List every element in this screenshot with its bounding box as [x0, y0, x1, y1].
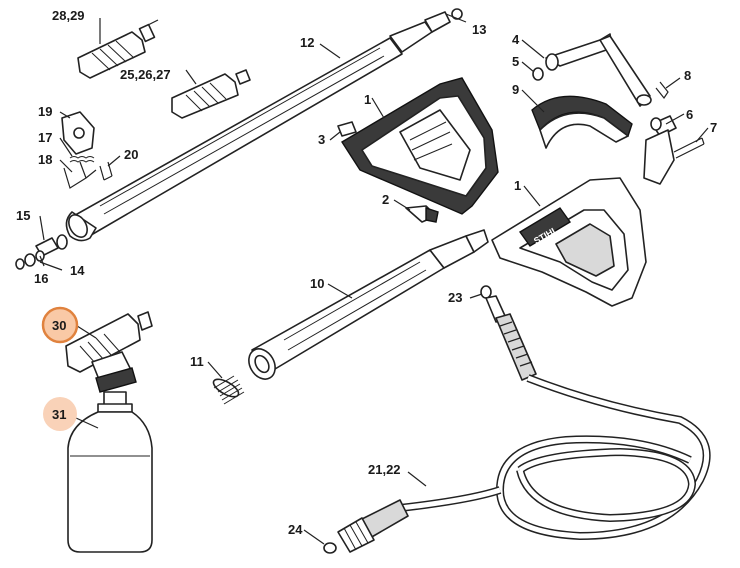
foam-bottle-31[interactable] [67, 391, 153, 553]
callout-25-27[interactable]: 25,26,27 [120, 67, 171, 82]
o-rings-16[interactable] [15, 250, 45, 270]
tube-4[interactable] [545, 33, 652, 107]
bracket-18[interactable] [63, 161, 97, 189]
trigger-part-2[interactable] [405, 205, 439, 223]
callout-12[interactable]: 12 [300, 35, 314, 50]
callout-6[interactable]: 6 [686, 107, 693, 122]
callout-24[interactable]: 24 [288, 522, 303, 537]
callout-16[interactable]: 16 [34, 271, 48, 286]
gun-housing-1-upper[interactable] [341, 77, 499, 215]
callout-7[interactable]: 7 [710, 120, 717, 135]
callout-labels: 28,29 25,26,27 19 17 18 20 15 16 14 12 1… [16, 8, 717, 537]
spring-17[interactable] [69, 156, 95, 163]
callout-4[interactable]: 4 [512, 32, 520, 47]
callout-31[interactable]: 31 [52, 407, 66, 422]
bracket-9[interactable] [531, 95, 633, 149]
callout-11[interactable]: 11 [190, 354, 204, 369]
pin-20[interactable] [99, 161, 113, 181]
callout-17[interactable]: 17 [38, 130, 52, 145]
callout-23[interactable]: 23 [448, 290, 462, 305]
callout-30[interactable]: 30 [52, 318, 66, 333]
nozzle-28-29[interactable] [77, 19, 159, 79]
callout-1b[interactable]: 1 [514, 178, 521, 193]
clip-19[interactable] [61, 111, 95, 155]
lance-10[interactable] [244, 229, 489, 384]
callout-1a[interactable]: 1 [364, 92, 371, 107]
nozzle-25-27[interactable] [171, 69, 251, 119]
o-ring-24[interactable] [323, 542, 337, 554]
callout-3[interactable]: 3 [318, 132, 325, 147]
pin-7[interactable] [673, 137, 705, 159]
callout-28-29[interactable]: 28,29 [52, 8, 85, 23]
callout-13[interactable]: 13 [472, 22, 486, 37]
hose-21-22[interactable] [337, 295, 711, 553]
callout-30-highlight[interactable] [41, 306, 79, 344]
callout-2[interactable]: 2 [382, 192, 389, 207]
screw-3[interactable] [337, 121, 357, 137]
callout-14[interactable]: 14 [70, 263, 85, 278]
callout-31-highlight[interactable] [43, 397, 77, 431]
callout-21-22[interactable]: 21,22 [368, 462, 401, 477]
foam-nozzle-30[interactable] [65, 311, 153, 393]
o-ring-23[interactable] [480, 285, 492, 299]
clip-8[interactable] [655, 81, 669, 100]
callout-5[interactable]: 5 [512, 54, 519, 69]
callout-18[interactable]: 18 [38, 152, 52, 167]
callout-9[interactable]: 9 [512, 82, 519, 97]
callout-15[interactable]: 15 [16, 208, 30, 223]
o-ring-5[interactable] [532, 67, 544, 81]
spring-11[interactable] [211, 375, 245, 405]
callout-20[interactable]: 20 [124, 147, 138, 162]
callout-8[interactable]: 8 [684, 68, 691, 83]
valve-6[interactable] [643, 115, 677, 185]
gun-handle-1-lower[interactable]: STIHL [491, 177, 647, 307]
callout-19[interactable]: 19 [38, 104, 52, 119]
callout-10[interactable]: 10 [310, 276, 324, 291]
